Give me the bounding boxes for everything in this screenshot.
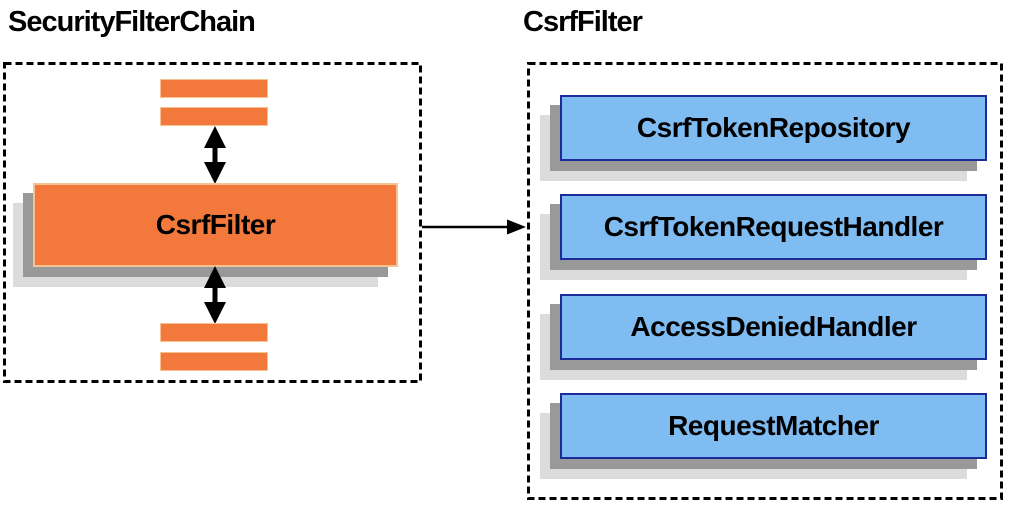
- dashed-border: [3, 62, 422, 383]
- security-filter-chain-box: [3, 62, 422, 383]
- component-label: CsrfTokenRepository: [636, 112, 911, 143]
- component-box-csrf-token-repository: CsrfTokenRepository: [560, 95, 987, 161]
- double-arrow-icon: [204, 266, 226, 324]
- csrf-filter-node: CsrfFilter: [33, 183, 398, 267]
- component-box-access-denied-handler: AccessDeniedHandler: [560, 294, 987, 360]
- right-panel-title: CsrfFilter: [523, 6, 643, 38]
- component-label: CsrfTokenRequestHandler: [603, 211, 944, 242]
- csrf-filter-box: [527, 62, 1003, 500]
- filter-placeholder-bar: [160, 107, 268, 126]
- component-label: RequestMatcher: [668, 410, 879, 441]
- filter-placeholder-bar: [160, 352, 268, 371]
- left-panel-title: SecurityFilterChain: [8, 6, 256, 38]
- component-box-request-matcher: RequestMatcher: [560, 393, 987, 459]
- double-arrow-icon: [204, 126, 226, 184]
- arrow-right-icon: [422, 219, 526, 235]
- filter-placeholder-bar: [160, 323, 268, 342]
- dashed-border: [527, 62, 1003, 500]
- component-label: AccessDeniedHandler: [630, 311, 917, 342]
- component-box-csrf-token-request-handler: CsrfTokenRequestHandler: [560, 194, 987, 260]
- csrf-filter-node-label: CsrfFilter: [155, 209, 276, 240]
- filter-placeholder-bar: [160, 79, 268, 98]
